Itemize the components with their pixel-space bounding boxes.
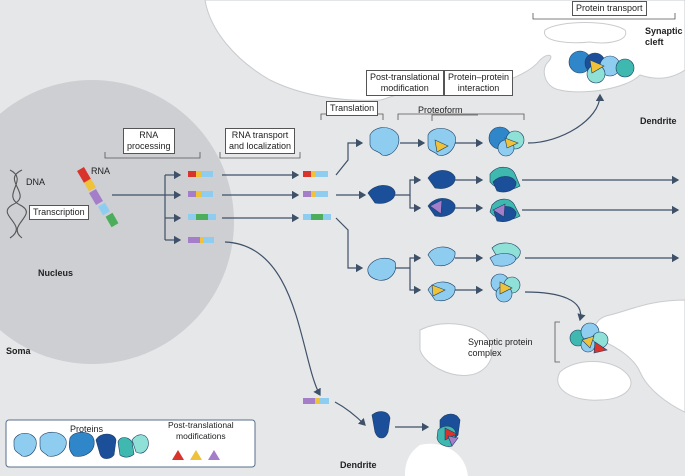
upper-spine — [544, 22, 627, 44]
legend-proteins — [13, 431, 149, 459]
label-soma: Soma — [6, 346, 31, 356]
rna-transcripts — [188, 171, 331, 404]
rna-strand — [77, 166, 119, 228]
legend-proteins-title: Proteins — [70, 424, 104, 434]
label-brackets — [104, 13, 676, 363]
lower-left-notch — [419, 323, 493, 376]
label-synaptic-protein-complex: Synaptic protein complex — [468, 337, 533, 358]
label-synaptic-cleft: Synaptic cleft — [645, 26, 683, 47]
label-protein-transport: Protein transport — [572, 1, 647, 16]
label-translation: Translation — [326, 101, 379, 116]
label-transcription: Transcription — [29, 205, 89, 220]
legend-ptm-title: Post-translational modifications — [168, 420, 234, 441]
label-dendrite-bottom: Dendrite — [340, 460, 377, 470]
rna-branch-lines — [112, 93, 680, 432]
dna-helix — [6, 169, 27, 239]
spine-lower — [557, 361, 632, 401]
label-rna-processing: RNA processing — [123, 128, 175, 154]
label-dendrite-right: Dendrite — [640, 116, 677, 126]
label-dna: DNA — [26, 177, 46, 187]
legend-ptm-markers — [172, 450, 220, 460]
label-nucleus: Nucleus — [38, 268, 74, 278]
proteins — [367, 50, 635, 447]
label-ptm: Post-translational modification — [366, 70, 444, 96]
label-proteoform: Proteoform — [418, 105, 463, 115]
label-rna-transport: RNA transport and localization — [225, 128, 296, 154]
label-rna: RNA — [91, 166, 111, 176]
label-ppi: Protein–protein interaction — [444, 70, 514, 96]
